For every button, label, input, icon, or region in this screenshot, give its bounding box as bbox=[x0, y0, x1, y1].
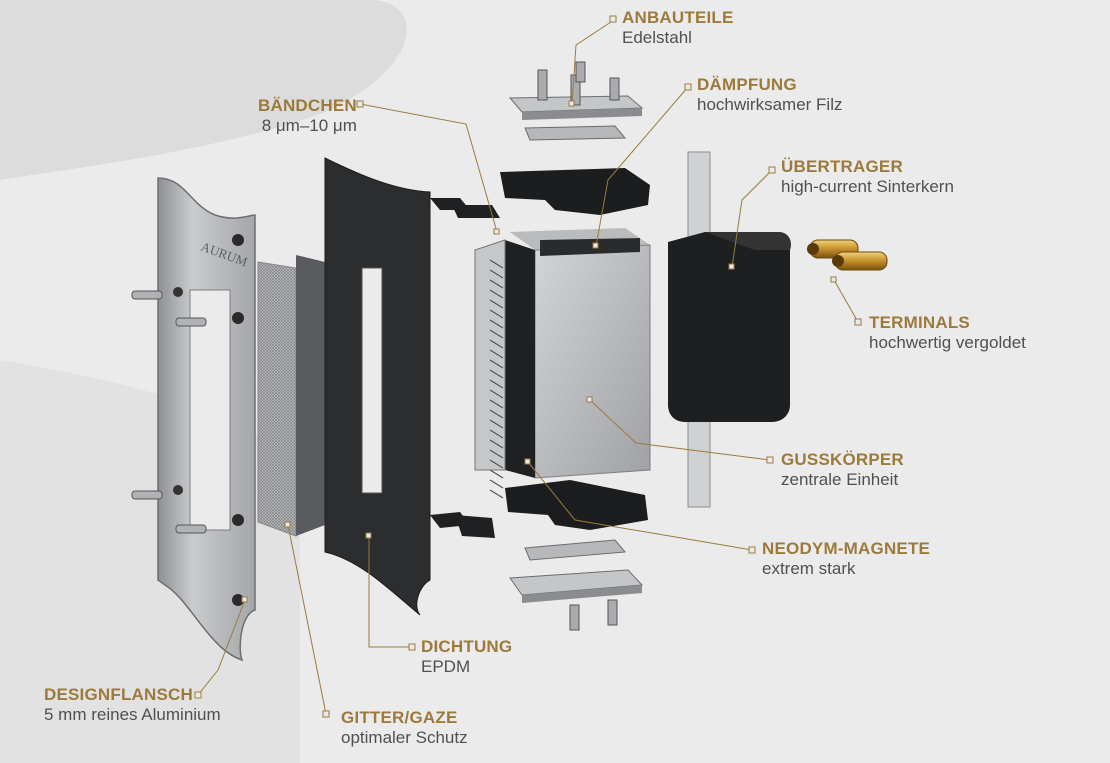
pole-pieces bbox=[430, 198, 500, 538]
label-subtitle: hochwertig vergoldet bbox=[869, 333, 1026, 353]
gitter-mesh bbox=[257, 261, 297, 537]
label-subtitle: hochwirksamer Filz bbox=[697, 95, 843, 115]
baendchen-sheet bbox=[296, 255, 325, 536]
label-terminals: TERMINALS hochwertig vergoldet bbox=[869, 313, 1026, 354]
label-subtitle: Edelstahl bbox=[622, 28, 692, 48]
label-gitter: GITTER/GAZE optimaler Schutz bbox=[341, 708, 468, 749]
label-gusskoerper: GUSSKÖRPER zentrale Einheit bbox=[781, 450, 904, 491]
label-baendchen: BÄNDCHEN 8 μm–10 μm bbox=[247, 96, 357, 137]
anbauteile-bottom bbox=[509, 539, 644, 631]
uebertrager-transformer bbox=[668, 151, 791, 508]
label-subtitle: optimaler Schutz bbox=[341, 728, 468, 748]
dichtung-gasket bbox=[324, 157, 431, 616]
designflansch-flange: AURUM bbox=[131, 177, 256, 662]
gusskoerper-block bbox=[474, 228, 651, 499]
label-neodym: NEODYM-MAGNETE extrem stark bbox=[762, 539, 930, 580]
daempfung-bottom bbox=[505, 480, 648, 530]
label-title: NEODYM-MAGNETE bbox=[762, 539, 931, 558]
label-title: BÄNDCHEN bbox=[258, 96, 357, 115]
label-subtitle: zentrale Einheit bbox=[781, 470, 899, 490]
label-title: GITTER/GAZE bbox=[341, 708, 458, 727]
label-title: GUSSKÖRPER bbox=[781, 450, 904, 469]
label-title: DÄMPFUNG bbox=[697, 75, 797, 94]
label-subtitle: 5 mm reines Aluminium bbox=[44, 705, 221, 725]
label-title: ÜBERTRAGER bbox=[781, 157, 903, 176]
leader-markers bbox=[194, 15, 862, 718]
label-dichtung: DICHTUNG EPDM bbox=[421, 637, 512, 678]
label-title: TERMINALS bbox=[869, 313, 970, 332]
label-title: DICHTUNG bbox=[421, 637, 513, 656]
label-title: ANBAUTEILE bbox=[622, 8, 734, 27]
anbauteile-top bbox=[508, 61, 644, 141]
leader-lines bbox=[197, 19, 859, 715]
label-subtitle: EPDM bbox=[421, 657, 471, 677]
label-designflansch: DESIGNFLANSCH 5 mm reines Aluminium bbox=[44, 685, 221, 726]
daempfung-top bbox=[500, 168, 650, 215]
label-subtitle: 8 μm–10 μm bbox=[261, 116, 357, 136]
label-anbauteile: ANBAUTEILE Edelstahl bbox=[622, 8, 734, 49]
label-title: DESIGNFLANSCH bbox=[44, 685, 193, 704]
label-daempfung: DÄMPFUNG hochwirksamer Filz bbox=[697, 75, 842, 116]
label-uebertrager: ÜBERTRAGER high-current Sinterkern bbox=[781, 157, 954, 198]
label-subtitle: high-current Sinterkern bbox=[781, 177, 954, 197]
label-subtitle: extrem stark bbox=[762, 559, 856, 579]
terminals-gold bbox=[807, 239, 888, 271]
